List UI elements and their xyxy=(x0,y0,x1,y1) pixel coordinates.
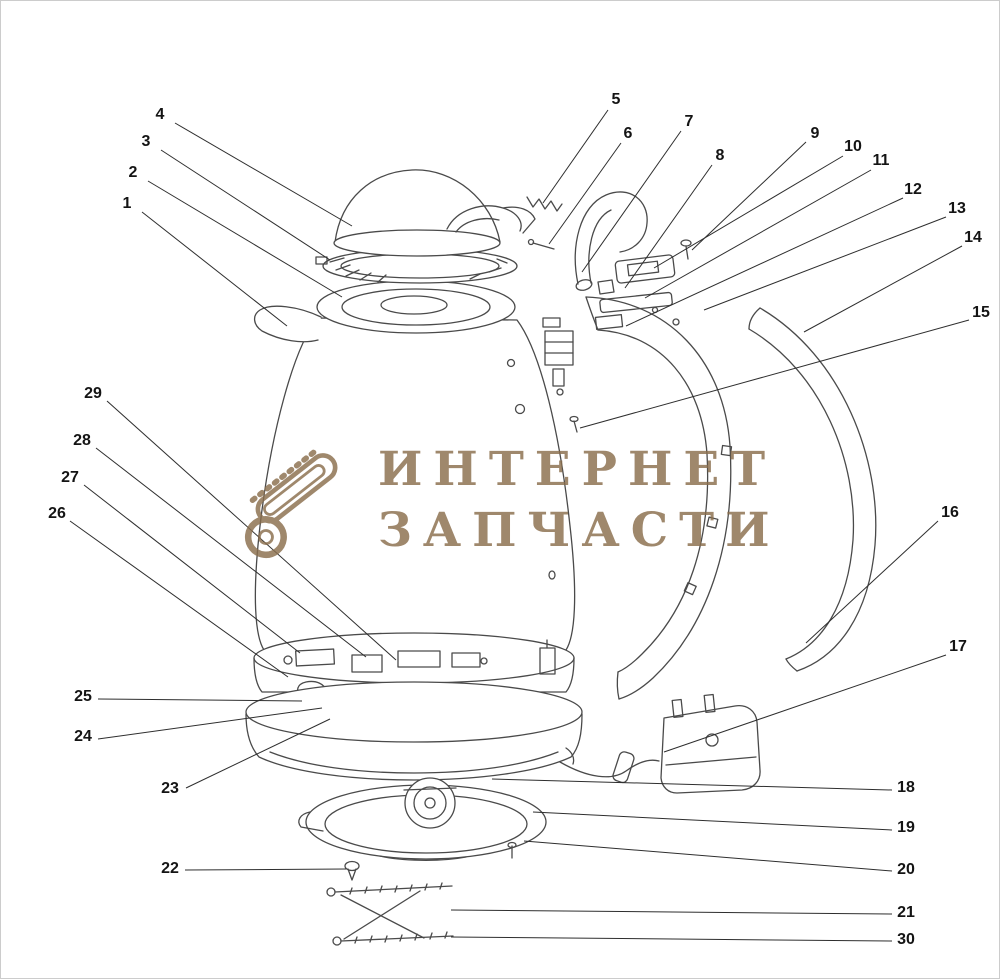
part-label-18: 18 xyxy=(897,779,915,796)
leader-line-9 xyxy=(691,141,807,251)
part-label-3: 3 xyxy=(141,133,151,150)
part-label-29: 29 xyxy=(84,385,102,402)
part-label-15: 15 xyxy=(972,304,990,321)
leader-line-17 xyxy=(663,654,947,753)
part-label-7: 7 xyxy=(684,113,694,130)
power-base-part xyxy=(298,777,547,861)
part-label-28: 28 xyxy=(73,432,91,449)
part-label-20: 20 xyxy=(897,861,915,878)
power-cord-part xyxy=(559,751,660,784)
leader-line-15 xyxy=(579,319,970,429)
leader-line-6 xyxy=(548,142,622,245)
part-label-19: 19 xyxy=(897,819,915,836)
leader-line-19 xyxy=(532,811,893,831)
part-label-26: 26 xyxy=(48,505,66,522)
part-label-12: 12 xyxy=(904,181,922,198)
leader-line-13 xyxy=(703,216,947,311)
part-label-4: 4 xyxy=(155,106,165,123)
spout-part xyxy=(253,305,322,343)
thermostat-part xyxy=(542,317,579,433)
part-label-9: 9 xyxy=(810,125,820,142)
part-label-23: 23 xyxy=(161,780,179,797)
outer-shell-part xyxy=(748,307,877,672)
part-label-10: 10 xyxy=(844,138,862,155)
leader-line-22 xyxy=(184,868,347,871)
leader-line-10 xyxy=(653,155,844,269)
base-part xyxy=(245,681,583,781)
leader-line-28 xyxy=(95,447,367,658)
part-label-13: 13 xyxy=(948,200,966,217)
leader-line-8 xyxy=(624,164,713,289)
screws-part xyxy=(326,860,454,946)
spring-part xyxy=(526,196,563,212)
steam-tube-part xyxy=(574,191,648,291)
part-label-8: 8 xyxy=(715,147,725,164)
leader-line-24 xyxy=(97,707,323,740)
leader-line-11 xyxy=(644,169,872,299)
part-label-1: 1 xyxy=(122,195,132,212)
leader-line-2 xyxy=(147,180,343,298)
handle-part xyxy=(585,296,733,700)
leader-line-5 xyxy=(542,109,609,204)
pin-part xyxy=(527,238,555,250)
part-label-24: 24 xyxy=(74,728,92,745)
lid-part xyxy=(333,169,536,257)
part-label-27: 27 xyxy=(61,469,79,486)
opening-ring-part xyxy=(316,280,516,334)
leader-line-12 xyxy=(625,197,904,327)
leader-line-1 xyxy=(141,211,288,327)
leader-line-25 xyxy=(97,698,303,702)
part-label-25: 25 xyxy=(74,688,92,705)
leader-line-3 xyxy=(160,149,331,261)
part-label-2: 2 xyxy=(128,164,138,181)
part-label-5: 5 xyxy=(611,91,621,108)
leader-line-20 xyxy=(523,840,893,872)
part-label-14: 14 xyxy=(964,229,982,246)
leader-line-27 xyxy=(83,484,301,654)
leader-line-16 xyxy=(805,520,939,644)
part-label-17: 17 xyxy=(949,638,967,655)
leader-line-4 xyxy=(174,122,353,227)
leader-line-18 xyxy=(491,778,893,791)
leader-line-26 xyxy=(69,520,289,678)
leader-line-21 xyxy=(450,909,893,915)
leader-line-23 xyxy=(185,718,331,789)
part-label-21: 21 xyxy=(897,904,915,921)
leader-line-29 xyxy=(106,400,397,661)
leader-line-30 xyxy=(450,936,893,942)
switch-parts xyxy=(594,239,692,330)
leader-line-7 xyxy=(581,130,682,273)
part-label-11: 11 xyxy=(872,152,890,169)
part-label-6: 6 xyxy=(623,125,633,142)
part-label-30: 30 xyxy=(897,931,915,948)
part-label-16: 16 xyxy=(941,504,959,521)
part-label-22: 22 xyxy=(161,860,179,877)
leader-line-14 xyxy=(803,245,963,333)
